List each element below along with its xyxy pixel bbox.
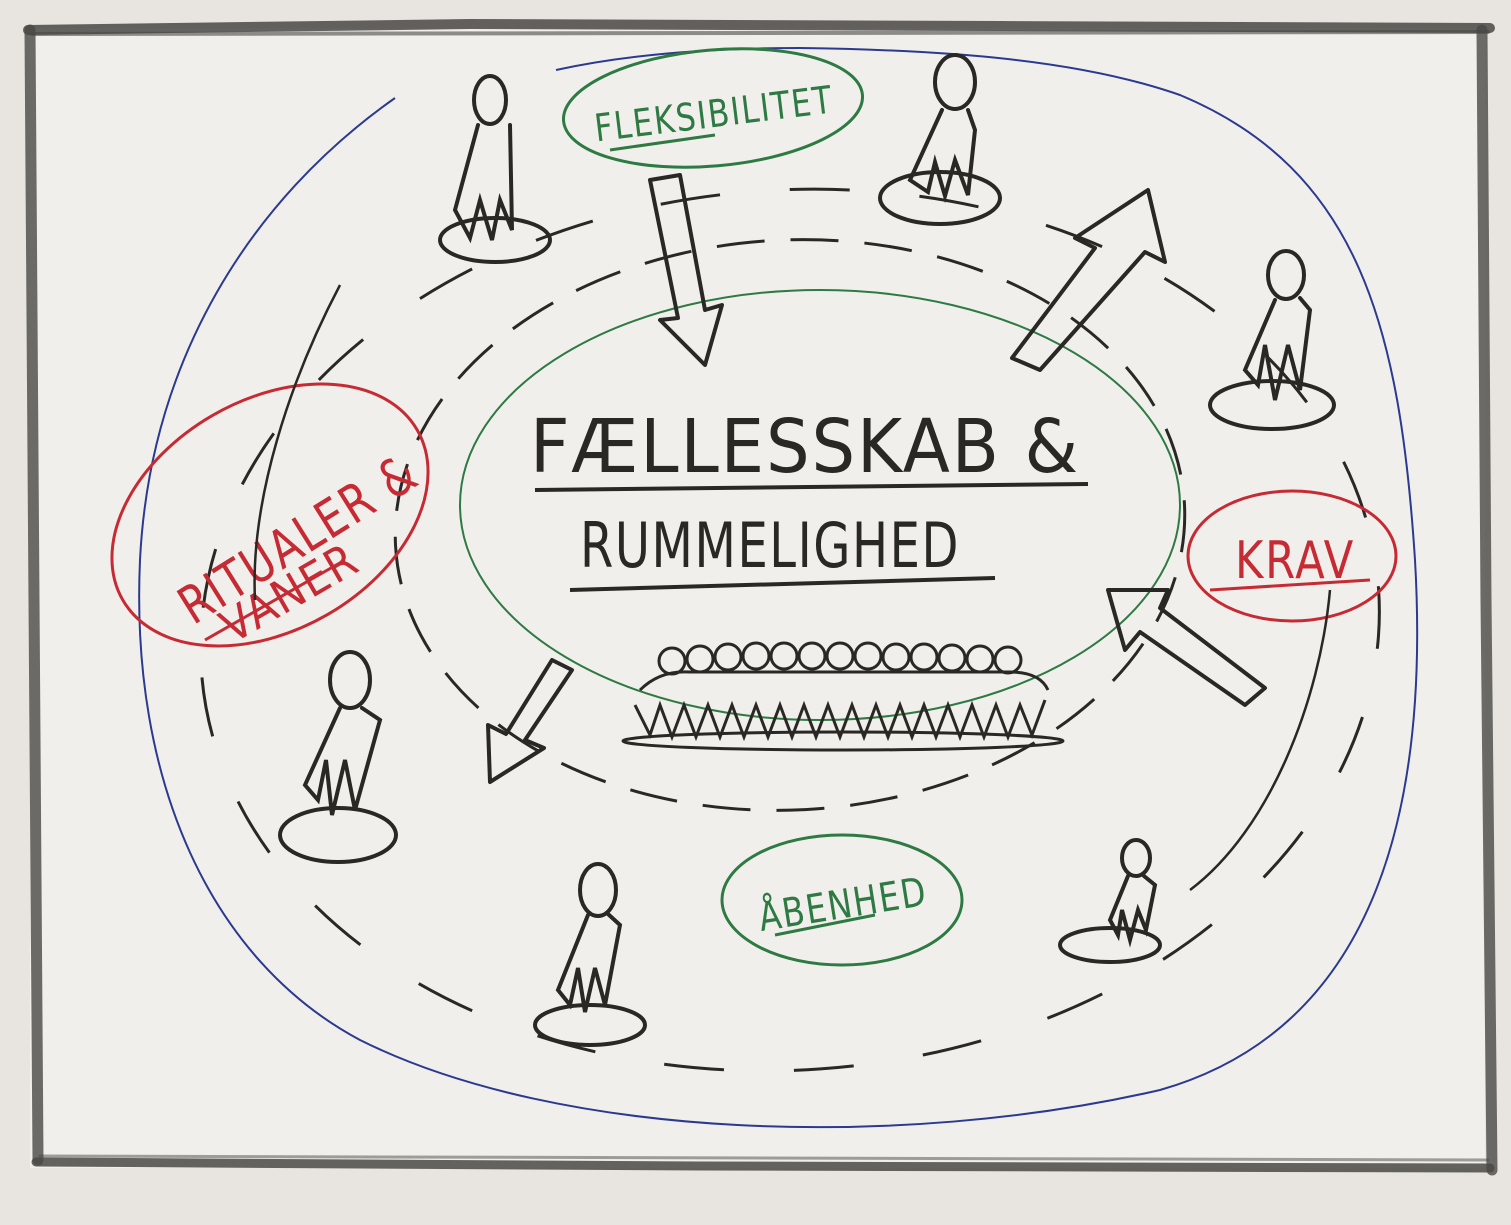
center-title-line1: FÆLLESSKAB & <box>530 404 1080 490</box>
figure-top-left <box>438 74 552 264</box>
figure-bottom <box>533 862 647 1047</box>
frame <box>23 18 1498 1176</box>
center-underline-2 <box>569 576 996 592</box>
center-title: FÆLLESSKAB & RUMMELIGHED <box>530 404 1089 592</box>
middle-dashed-ring <box>393 238 1187 812</box>
arrow-out-bottom-left <box>486 658 574 784</box>
stick-figures <box>278 53 1336 1047</box>
arrow-down-from-top <box>648 173 724 367</box>
label-krav: KRAV <box>1186 489 1398 623</box>
outer-blue-circle <box>138 46 1419 1129</box>
arrow-up-right <box>1010 188 1167 372</box>
outer-dashed-ring <box>199 187 1381 1073</box>
crowd-table <box>621 641 1065 752</box>
center-title-line2: RUMMELIGHED <box>580 509 960 582</box>
figure-bottom-right <box>1058 838 1162 964</box>
figure-left <box>278 650 398 864</box>
inner-green-ring <box>459 289 1181 721</box>
figure-right <box>1208 249 1336 431</box>
paper-inner <box>30 28 1485 1168</box>
center-underline-1 <box>534 482 1089 492</box>
figure-top-right <box>878 53 1002 226</box>
connector-arcs <box>253 284 1332 891</box>
arrow-in-from-right <box>1106 588 1267 707</box>
arrows <box>486 173 1267 784</box>
